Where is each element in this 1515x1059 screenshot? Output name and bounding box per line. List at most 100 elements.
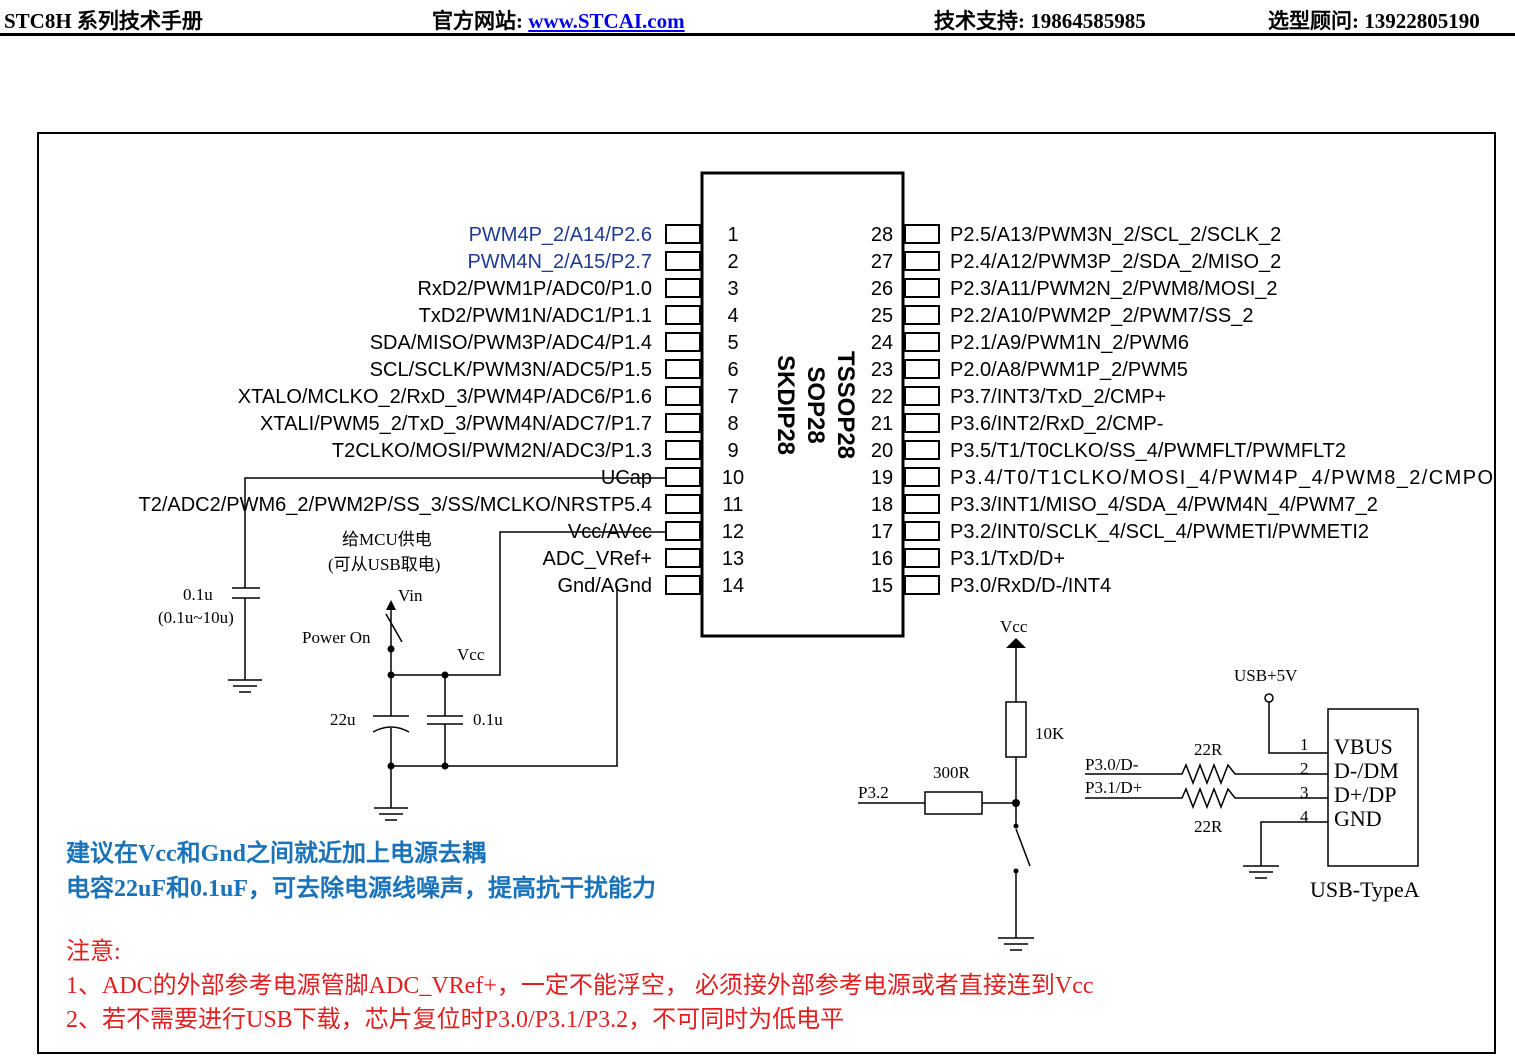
usb-type-a-title: USB-TypeA — [1310, 877, 1420, 902]
p31-label: P3.1/D+ — [1085, 778, 1142, 797]
cap-22u-label: 22u — [330, 710, 356, 729]
pin-label-right: P3.1/TxD/D+ — [950, 548, 1065, 570]
usb-pin-label: D+/DP — [1334, 782, 1397, 807]
junction-gnd-left — [387, 762, 395, 770]
reset-circuit — [858, 648, 1034, 951]
pin-label-left: PWM4N_2/A15/P2.7 — [467, 251, 652, 273]
resistor-300r — [924, 791, 983, 815]
pin-number-left: 9 — [727, 440, 738, 462]
vin-arrow — [386, 600, 396, 610]
mcu-supply-label: 给MCU供电 — [342, 530, 432, 549]
pin-box-left-5 — [665, 332, 701, 352]
usb-pin-label: GND — [1334, 806, 1382, 831]
usb-gnd-wire — [1260, 821, 1328, 866]
reset-switch-blade — [1015, 828, 1031, 867]
pin-box-right-21 — [904, 413, 940, 433]
pin-number-right: 17 — [871, 521, 893, 543]
vbus-wire — [1268, 702, 1328, 754]
tech-support: 技术支持: 19864585985 — [934, 9, 1146, 33]
pin-number-left: 10 — [722, 467, 744, 489]
pin-box-right-28 — [904, 224, 940, 244]
reset-vcc-label: Vcc — [1000, 617, 1028, 636]
package-sop28: SOP28 — [802, 366, 829, 443]
resistor-22r-bottom-label: 22R — [1194, 817, 1223, 836]
gnd-wire — [390, 586, 618, 808]
usb-pin-number: 4 — [1300, 807, 1309, 826]
note-title: 注意: — [66, 939, 121, 965]
resistor-22r-top-label: 22R — [1194, 740, 1223, 759]
power-switch-blade — [385, 613, 403, 643]
pin-box-left-4 — [665, 305, 701, 325]
pin-label-right: P3.2/INT0/SCLK_4/SCL_4/PWMETI/PWMETI2 — [950, 521, 1369, 543]
pin-number-right: 22 — [871, 386, 893, 408]
decoupling-advice-line1: 建议在Vcc和Gnd之间就近加上电源去耦 — [66, 841, 486, 867]
pin-number-left: 4 — [727, 305, 738, 327]
pin-label-left: ADC_VRef+ — [543, 548, 653, 570]
resistor-300r-label: 300R — [933, 763, 971, 782]
pin-number-right: 28 — [871, 224, 893, 246]
pin-box-right-15 — [904, 575, 940, 595]
resistor-22r-dp — [1085, 786, 1328, 810]
usb-circuit — [1085, 693, 1419, 879]
pin-box-right-19 — [904, 467, 940, 487]
junction-vcc-left — [387, 671, 395, 679]
pin-box-left-14 — [665, 575, 701, 595]
pin-number-right: 25 — [871, 305, 893, 327]
cap-01u-label: 0.1u — [473, 710, 503, 729]
pin-label-right: P2.3/A11/PWM2N_2/PWM8/MOSI_2 — [950, 278, 1278, 300]
p30-label: P3.0/D- — [1085, 755, 1139, 774]
pin-box-left-12 — [665, 521, 701, 541]
pin-box-left-1 — [665, 224, 701, 244]
usb5v-label: USB+5V — [1234, 666, 1298, 685]
package-names: TSSOP28 SOP28 SKDIP28 — [772, 351, 859, 459]
pin-label-right: P3.3/INT1/MISO_4/SDA_4/PWM4N_4/PWM7_2 — [950, 494, 1378, 516]
pin-box-right-25 — [904, 305, 940, 325]
usb-pin-number: 3 — [1300, 783, 1309, 802]
pin-box-right-18 — [904, 494, 940, 514]
pin-label-right: P3.7/INT3/TxD_2/CMP+ — [950, 386, 1166, 408]
vcc-node-label: Vcc — [457, 645, 485, 664]
official-site: 官方网站: www.STCAI.com — [432, 5, 685, 35]
pin-number-left: 3 — [727, 278, 738, 300]
pin-label-left: XTALO/MCLKO_2/RxD_3/PWM4P/ADC6/P1.6 — [238, 386, 652, 408]
pin-number-right: 23 — [871, 359, 893, 381]
reset-junction — [1012, 799, 1020, 807]
ucap-wire — [244, 477, 665, 588]
usb-pin-label: VBUS — [1334, 734, 1393, 759]
pin-label-right: P2.2/A10/PWM2P_2/PWM7/SS_2 — [950, 305, 1253, 327]
pin-label-left: SDA/MISO/PWM3P/ADC4/P1.4 — [370, 332, 652, 354]
reset-vcc-arrow — [1006, 638, 1026, 648]
ucap-range-label: (0.1u~10u) — [158, 608, 234, 627]
pin-label-right: P2.5/A13/PWM3N_2/SCL_2/SCLK_2 — [950, 224, 1281, 246]
pin-number-right: 18 — [871, 494, 893, 516]
usb-pin-number: 1 — [1300, 735, 1309, 754]
pin-box-right-27 — [904, 251, 940, 271]
reset-dots — [1006, 638, 1026, 874]
pin-box-left-8 — [665, 413, 701, 433]
pin-label-left: T2CLKO/MOSI/PWM2N/ADC3/P1.3 — [332, 440, 652, 462]
switch-contact-top — [1013, 823, 1019, 829]
pin-number-right: 16 — [871, 548, 893, 570]
pin-label-left: PWM4P_2/A14/P2.6 — [469, 224, 652, 246]
pin-box-right-26 — [904, 278, 940, 298]
junction-gnd-right — [441, 762, 449, 770]
pin-box-right-24 — [904, 332, 940, 352]
site-link[interactable]: www.STCAI.com — [528, 9, 685, 33]
pin-box-right-23 — [904, 359, 940, 379]
pin-label-right: P2.1/A9/PWM1N_2/PWM6 — [950, 332, 1189, 354]
sales-consultant: 选型顾问: 13922805190 — [1268, 9, 1480, 33]
p32-label: P3.2 — [858, 783, 889, 802]
pin-number-left: 12 — [722, 521, 744, 543]
pin-label-left: SCL/SCLK/PWM3N/ADC5/P1.5 — [370, 359, 652, 381]
pin-number-left: 2 — [727, 251, 738, 273]
ucap-value-label: 0.1u — [183, 585, 213, 604]
pin-label-left: Gnd/AGnd — [557, 575, 652, 597]
pin-number-right: 21 — [871, 413, 893, 435]
usb-pin-number: 2 — [1300, 759, 1309, 778]
pin-box-left-9 — [665, 440, 701, 460]
pin-box-right-22 — [904, 386, 940, 406]
pin-box-left-2 — [665, 251, 701, 271]
pin-label-left: XTALI/PWM5_2/TxD_3/PWM4N/ADC7/P1.7 — [260, 413, 652, 435]
